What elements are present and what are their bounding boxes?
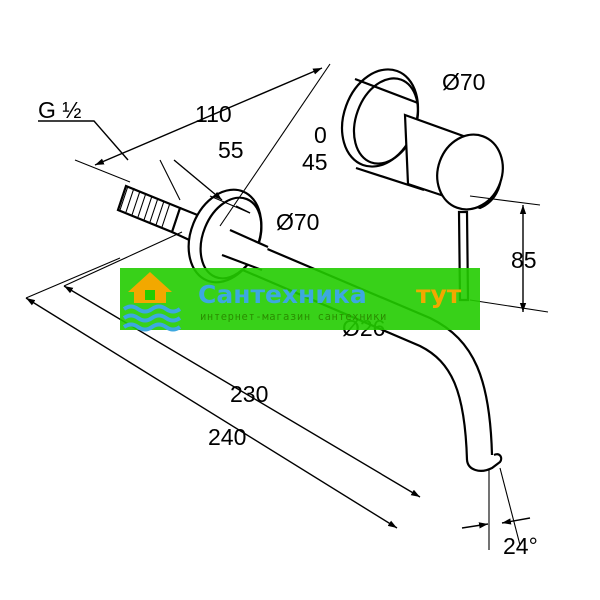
label-70-left: Ø70	[276, 209, 319, 235]
label-0: 0	[314, 122, 327, 148]
label-45: 45	[302, 149, 328, 175]
thread-body	[116, 184, 207, 246]
label-240: 240	[208, 424, 246, 450]
dimension-lines	[25, 63, 549, 550]
watermark-banner: Сантехника тут интернет-магазин сантехни…	[120, 268, 480, 332]
watermark-title-right: тут	[416, 280, 462, 309]
spout-pipe-outline	[231, 232, 494, 456]
watermark-subtitle: интернет-магазин сантехники	[200, 311, 387, 323]
label-55: 55	[218, 137, 244, 163]
watermark-title-left: Сантехника	[198, 280, 367, 309]
label-85: 85	[511, 247, 537, 273]
spout-tip	[465, 453, 503, 472]
label-230: 230	[230, 381, 268, 407]
spout-pipe-outline-lower	[223, 260, 469, 461]
label-thread: G ½	[38, 97, 81, 123]
label-angle: 24°	[503, 533, 538, 559]
label-110: 110	[195, 101, 232, 127]
label-70-right: Ø70	[442, 69, 485, 95]
house-waves-logo-icon	[122, 272, 182, 332]
